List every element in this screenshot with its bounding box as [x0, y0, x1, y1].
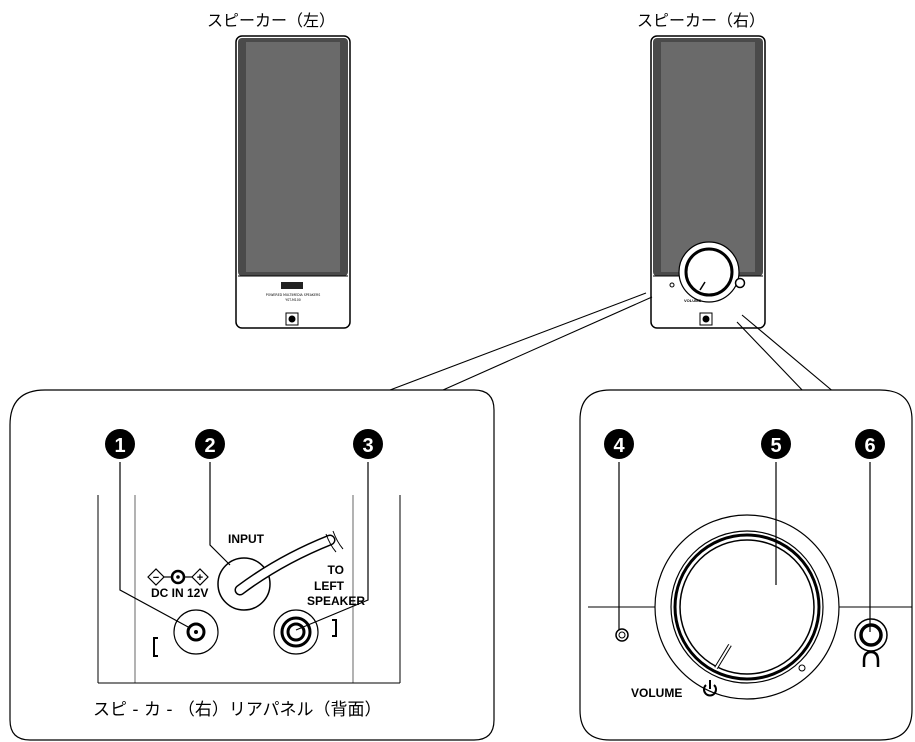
headphone-jack: [854, 618, 888, 667]
marker-3: 3: [353, 429, 383, 459]
dc-in-jack: [153, 609, 219, 657]
to-left-speaker-jack: [273, 609, 337, 655]
volume-label: VOLUME: [631, 686, 682, 700]
callout-lines: [389, 292, 836, 394]
right-speaker-title: スピーカー（右）: [637, 11, 765, 30]
dc-in-label: DC IN 12V: [151, 586, 208, 600]
headphone-icon: [862, 650, 880, 667]
left-speaker-title: スピーカー（左）: [207, 11, 335, 30]
right-speaker: スピーカー（右） VOLUME: [637, 11, 766, 329]
front-panel-callout: VOLUME 4 5 6: [579, 389, 913, 741]
svg-text:+: +: [197, 572, 203, 584]
left-speaker: スピーカー（左） POWERED MULTIMEDIA SPEAKERS YST…: [207, 11, 351, 329]
volume-knob: [654, 514, 840, 700]
polarity-symbol-icon: − +: [147, 568, 209, 586]
rear-panel-callout: − + DC IN 12V INPUT TO LEFT SPEAKER: [9, 389, 495, 741]
svg-text:1: 1: [114, 435, 125, 457]
right-speaker-volume-label: VOLUME: [684, 298, 701, 303]
svg-text:6: 6: [864, 435, 875, 457]
power-indicator-icon: [615, 628, 629, 642]
to-left-speaker-label-2: LEFT: [314, 579, 345, 593]
left-speaker-badge-model: YST-M100: [285, 298, 301, 302]
marker-6: 6: [855, 429, 885, 459]
svg-text:2: 2: [204, 435, 215, 457]
to-left-speaker-label-1: TO: [328, 563, 344, 577]
input-cable: [217, 530, 344, 611]
to-left-speaker-label-3: SPEAKER: [307, 594, 365, 608]
svg-text:−: −: [153, 572, 159, 584]
right-speaker-headphone-jack: [734, 277, 746, 289]
power-icon: [703, 680, 717, 697]
right-speaker-volume-knob: [684, 247, 734, 297]
marker-1: 1: [105, 429, 135, 459]
marker-2: 2: [195, 429, 225, 459]
left-speaker-logo: [281, 282, 303, 289]
marker-4: 4: [604, 429, 634, 459]
svg-text:5: 5: [770, 435, 781, 457]
marker-5: 5: [761, 429, 791, 459]
input-label: INPUT: [228, 532, 265, 546]
svg-text:3: 3: [362, 435, 373, 457]
left-speaker-badge-text: POWERED MULTIMEDIA SPEAKERS: [266, 293, 320, 297]
svg-text:4: 4: [613, 435, 625, 457]
rear-panel-caption: スピ - カ - （右）リアパネル（背面）: [93, 700, 382, 720]
